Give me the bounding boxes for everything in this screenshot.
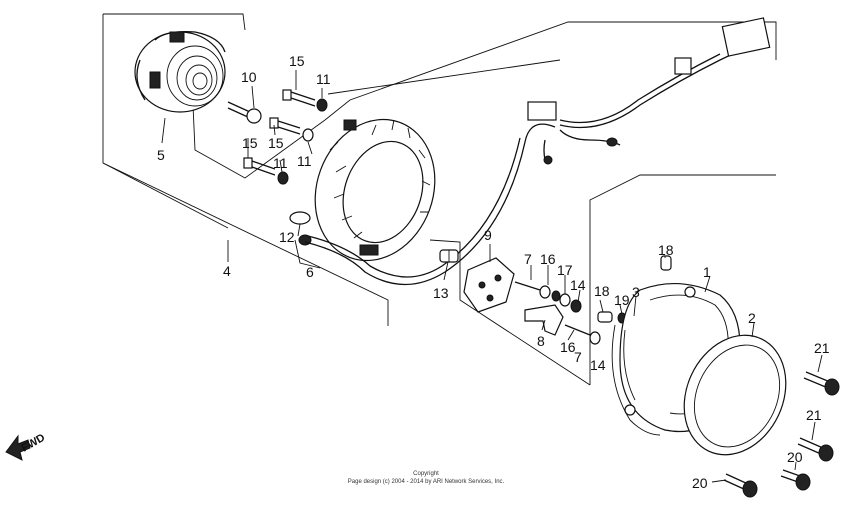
callout-labels: 1 2 3 4 5 6 7 7 8 9 10 11 11 11 12 13 14… (157, 53, 830, 491)
callout-6: 6 (306, 264, 314, 280)
callout-16-upper: 16 (540, 251, 556, 267)
screw-7-upper (514, 281, 561, 302)
callout-17: 17 (557, 262, 573, 278)
callout-15-mid: 15 (268, 135, 284, 151)
callout-1: 1 (703, 264, 711, 280)
fwd-label: FWD (20, 432, 48, 455)
screw-14-upper (570, 299, 582, 313)
callout-9: 9 (484, 227, 492, 243)
rotor-part (134, 31, 226, 113)
callout-7-upper: 7 (524, 251, 532, 267)
bolt-15-top (282, 89, 328, 112)
callout-4: 4 (223, 263, 231, 279)
callout-11-low: 11 (273, 155, 288, 171)
washer-17 (559, 293, 571, 307)
bolt-21-lower (797, 437, 834, 462)
stator-part (314, 118, 436, 262)
callout-3: 3 (632, 284, 640, 300)
clamp-12 (289, 211, 312, 246)
callout-5: 5 (157, 147, 165, 163)
bolt-15-low (243, 157, 289, 185)
bolt-20-left (723, 473, 758, 498)
callout-18-side: 18 (594, 283, 610, 299)
callout-2: 2 (748, 310, 756, 326)
bolt-21-upper (803, 371, 840, 396)
callout-20-left: 20 (692, 475, 708, 491)
wire-harness (304, 17, 771, 286)
callout-13: 13 (433, 285, 449, 301)
gasket-3 (611, 324, 661, 436)
cover-cap-2 (683, 334, 787, 456)
callout-14-upper: 14 (570, 277, 586, 293)
callout-14-lower: 14 (590, 357, 606, 373)
callout-18-top: 18 (658, 242, 674, 258)
callout-15-top: 15 (289, 53, 305, 69)
callout-16-lower: 16 (560, 339, 576, 355)
rotor-bolt-10 (227, 101, 262, 124)
callout-11-mid: 11 (297, 153, 312, 169)
dowel-pin-18-side (597, 311, 613, 323)
screw-7-lower (564, 324, 601, 345)
callout-19: 19 (614, 292, 630, 308)
dowel-pin-18-top (660, 255, 672, 271)
callout-15-low: 15 (242, 135, 258, 151)
bracket-8 (524, 304, 564, 336)
callout-8: 8 (537, 333, 545, 349)
callout-20-right: 20 (787, 449, 803, 465)
bolt-20-right (780, 469, 811, 491)
grommet-13 (439, 249, 459, 263)
copyright-line-2: Page design (c) 2004 - 2014 by ARI Netwo… (348, 479, 505, 485)
callout-12: 12 (279, 229, 295, 245)
callout-10: 10 (241, 69, 257, 85)
plate-9 (463, 257, 515, 313)
callout-11-top: 11 (316, 71, 331, 87)
copyright-footer: Copyright Page design (c) 2004 - 2014 by… (348, 471, 505, 485)
callout-21-upper: 21 (814, 340, 830, 356)
leader-lines (161, 70, 823, 483)
frame-cover-group (294, 174, 776, 386)
callout-21-lower: 21 (806, 407, 822, 423)
forward-direction-arrow: FWD (5, 432, 48, 461)
callout-7-lower: 7 (574, 349, 582, 365)
copyright-line-1: Copyright (413, 471, 439, 477)
